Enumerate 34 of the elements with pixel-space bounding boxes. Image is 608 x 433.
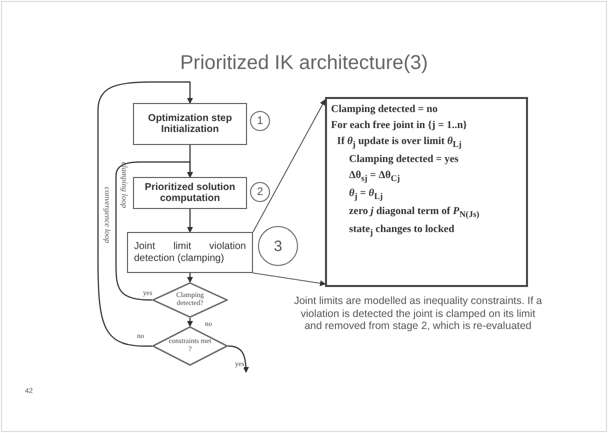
step-number-circle (258, 226, 298, 266)
arrow (97, 81, 193, 347)
process-box (127, 232, 253, 273)
step-number-circle (250, 111, 270, 131)
zoom-line (252, 99, 326, 232)
pseudocode-line: state$_{j}$ changes to locked (348, 224, 456, 238)
decision-diamond (152, 282, 228, 318)
zoom-line (252, 272, 326, 286)
pseudocode-line: If θ$_{j}$ update is over limit θ$_{Lj}$ (336, 136, 462, 150)
arrow (115, 161, 193, 301)
loop-label: convergence loop (102, 186, 112, 246)
step-number-circle (250, 182, 270, 202)
node-text: Prioritized solution computation (144, 182, 236, 204)
caption-text: Joint limits are modelled as inequality constraints. If a violation is detected the joint is clamped on its limit and removed from stage 2, which is re-evaluated (292, 295, 544, 333)
algorithm-panel (325, 97, 528, 287)
arrow (187, 273, 193, 283)
arrow (228, 345, 249, 373)
step-number: 1 (256, 115, 264, 127)
node-text: Optimization step Initialization (147, 112, 233, 136)
pseudocode-line: Clamping detected = yes (348, 154, 460, 166)
pseudocode-line: For each free joint in {j = 1..n} (331, 120, 468, 131)
node-text: Joint limit violation detection (clamping) (133, 241, 247, 264)
pseudocode-line: Clamping detected = no (331, 104, 439, 115)
slide-title: Prioritized IK architecture(3) (179, 52, 429, 75)
step-number: 3 (274, 238, 282, 254)
pseudocode-line: θ$_{j}$ = θ$_{Lj}$ (348, 188, 384, 202)
pseudocode-line: Δθ$_{sj}$ = Δθ$_{Cj}$ (348, 170, 401, 184)
arrow (187, 318, 193, 327)
loop-label: clamping loop (119, 161, 129, 210)
process-box (133, 177, 247, 209)
arrow (187, 209, 193, 233)
decision-diamond (152, 326, 228, 366)
step-number: 2 (256, 186, 264, 198)
process-box (133, 103, 247, 145)
